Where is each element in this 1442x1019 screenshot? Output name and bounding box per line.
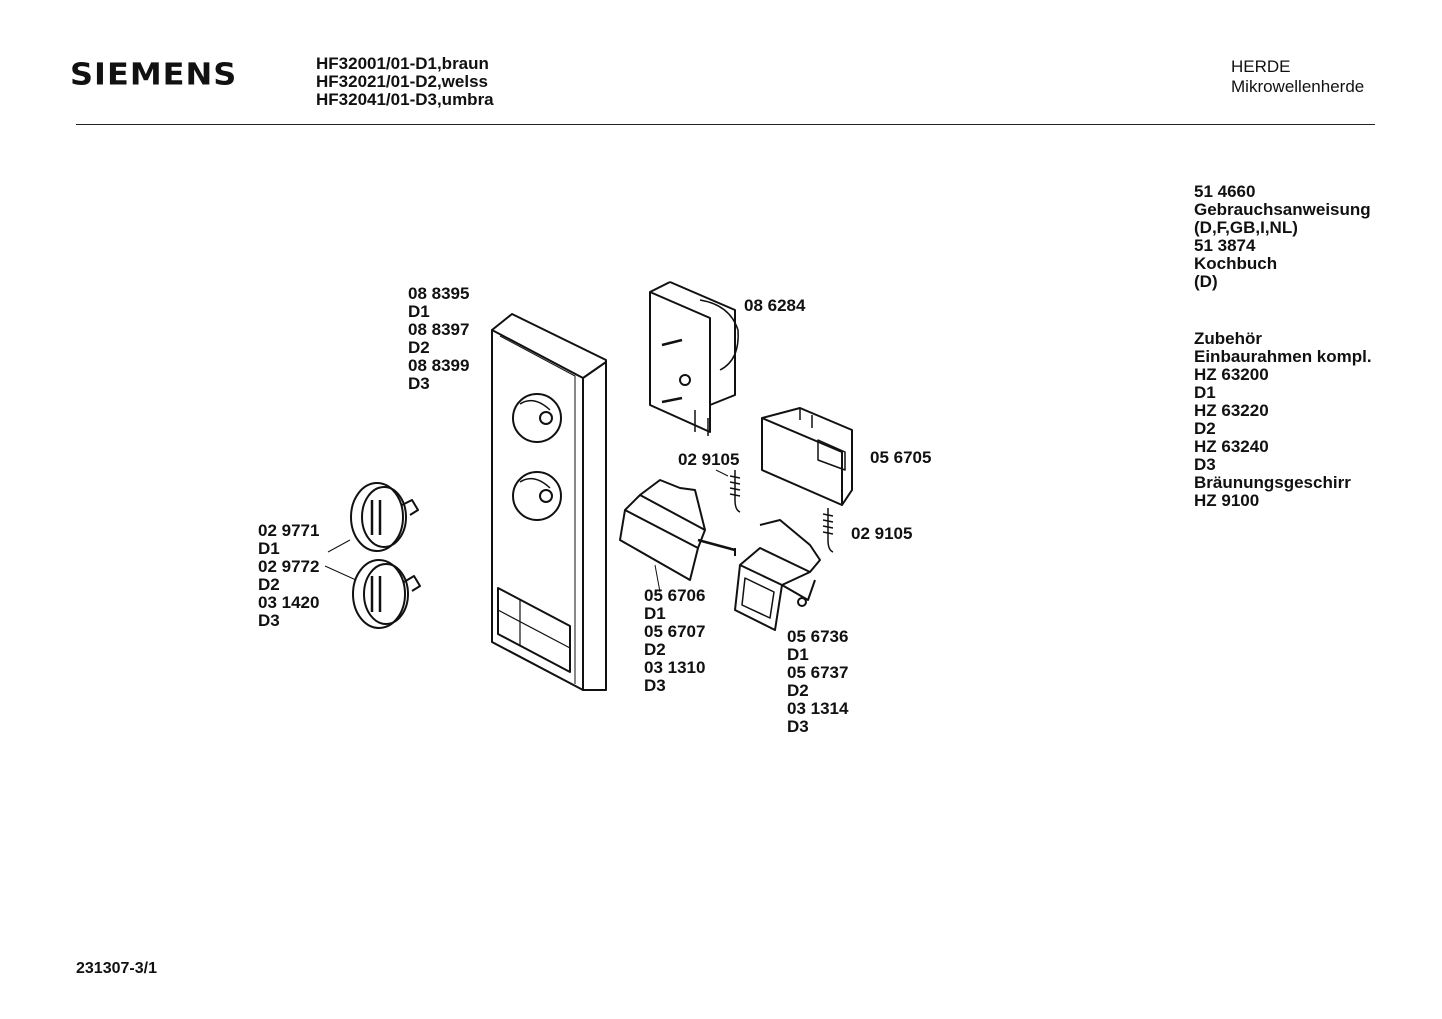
- part-number: 05 6736: [787, 627, 849, 646]
- part-variant: D3: [408, 374, 430, 393]
- control-panel-frame: [491, 313, 607, 691]
- accessory-line: HZ 63200: [1194, 365, 1269, 384]
- accessory-line: HZ 63220: [1194, 401, 1269, 420]
- doc-line: (D): [1194, 272, 1218, 291]
- category-heading: HERDE Mikrowellenherde: [1231, 57, 1364, 97]
- model-line: HF32041/01-D3,umbra: [316, 90, 494, 109]
- part-number: 02 9772: [258, 557, 320, 576]
- timer-part-number: 08 6284: [744, 296, 806, 315]
- doc-line: Kochbuch: [1194, 254, 1278, 273]
- timer-unit: [649, 281, 739, 436]
- part-variant: D1: [258, 539, 280, 558]
- part-number: 05 6737: [787, 663, 849, 682]
- knob-part-numbers: 02 9771 D1 02 9772 D2 03 1420 D3: [258, 522, 319, 630]
- spring-left-part-number: 02 9105: [678, 450, 740, 469]
- part-number: 05 6706: [644, 586, 706, 605]
- accessory-line: HZ 9100: [1194, 491, 1260, 510]
- part-number: 08 8397: [408, 320, 470, 339]
- category-line: Mikrowellenherde: [1231, 77, 1365, 96]
- switch-right: [734, 519, 821, 631]
- part-number: 02 9771: [258, 521, 320, 540]
- switch-left-part-numbers: 05 6706 D1 05 6707 D2 03 1310 D3: [644, 587, 705, 695]
- part-variant: D1: [408, 302, 430, 321]
- doc-line: 51 4660: [1194, 182, 1256, 201]
- part-variant: D2: [644, 640, 666, 659]
- part-variant: D1: [787, 645, 809, 664]
- model-line: HF32001/01-D1,braun: [316, 54, 489, 73]
- accessory-line: D2: [1194, 419, 1216, 438]
- document-number: 231307-3/1: [76, 960, 157, 977]
- part-variant: D2: [408, 338, 430, 357]
- part-number: 03 1420: [258, 593, 320, 612]
- model-line: HF32021/01-D2,welss: [316, 72, 488, 91]
- part-number: 08 8399: [408, 356, 470, 375]
- spring-right: [822, 508, 834, 553]
- part-variant: D3: [644, 676, 666, 695]
- accessory-line: HZ 63240: [1194, 437, 1269, 456]
- doc-line: 51 3874: [1194, 236, 1256, 255]
- knob-lower: [352, 559, 421, 629]
- documentation-list: 51 4660 Gebrauchsanweisung (D,F,GB,I,NL)…: [1194, 183, 1371, 291]
- part-number: 05 6707: [644, 622, 706, 641]
- switch-left: [619, 479, 736, 593]
- accessory-line: D1: [1194, 383, 1216, 402]
- brand-logo: SIEMENS: [70, 55, 238, 93]
- model-list: HF32001/01-D1,braun HF32021/01-D2,welss …: [316, 55, 494, 109]
- header-divider: [76, 124, 1375, 125]
- part-number: 08 8395: [408, 284, 470, 303]
- doc-line: Gebrauchsanweisung: [1194, 200, 1371, 219]
- frame-part-numbers: 08 8395 D1 08 8397 D2 08 8399 D3: [408, 285, 469, 393]
- part-variant: D3: [258, 611, 280, 630]
- part-variant: D2: [258, 575, 280, 594]
- category-line: HERDE: [1231, 57, 1291, 76]
- doc-line: (D,F,GB,I,NL): [1194, 218, 1298, 237]
- part-variant: D2: [787, 681, 809, 700]
- switch-right-part-numbers: 05 6736 D1 05 6737 D2 03 1314 D3: [787, 628, 848, 736]
- part-variant: D3: [787, 717, 809, 736]
- part-variant: D1: [644, 604, 666, 623]
- knob-upper: [350, 482, 419, 552]
- accessories-list: Zubehör Einbaurahmen kompl. HZ 63200 D1 …: [1194, 330, 1372, 510]
- spring-right-part-number: 02 9105: [851, 524, 913, 543]
- switch-board: [761, 407, 853, 506]
- part-number: 03 1310: [644, 658, 706, 677]
- switch-board-part-number: 05 6705: [870, 448, 932, 467]
- accessory-line: Zubehör: [1194, 329, 1262, 348]
- accessory-line: D3: [1194, 455, 1216, 474]
- spring-left: [715, 469, 741, 513]
- accessory-line: Bräunungsgeschirr: [1194, 473, 1351, 492]
- accessory-line: Einbaurahmen kompl.: [1194, 347, 1372, 366]
- part-number: 03 1314: [787, 699, 849, 718]
